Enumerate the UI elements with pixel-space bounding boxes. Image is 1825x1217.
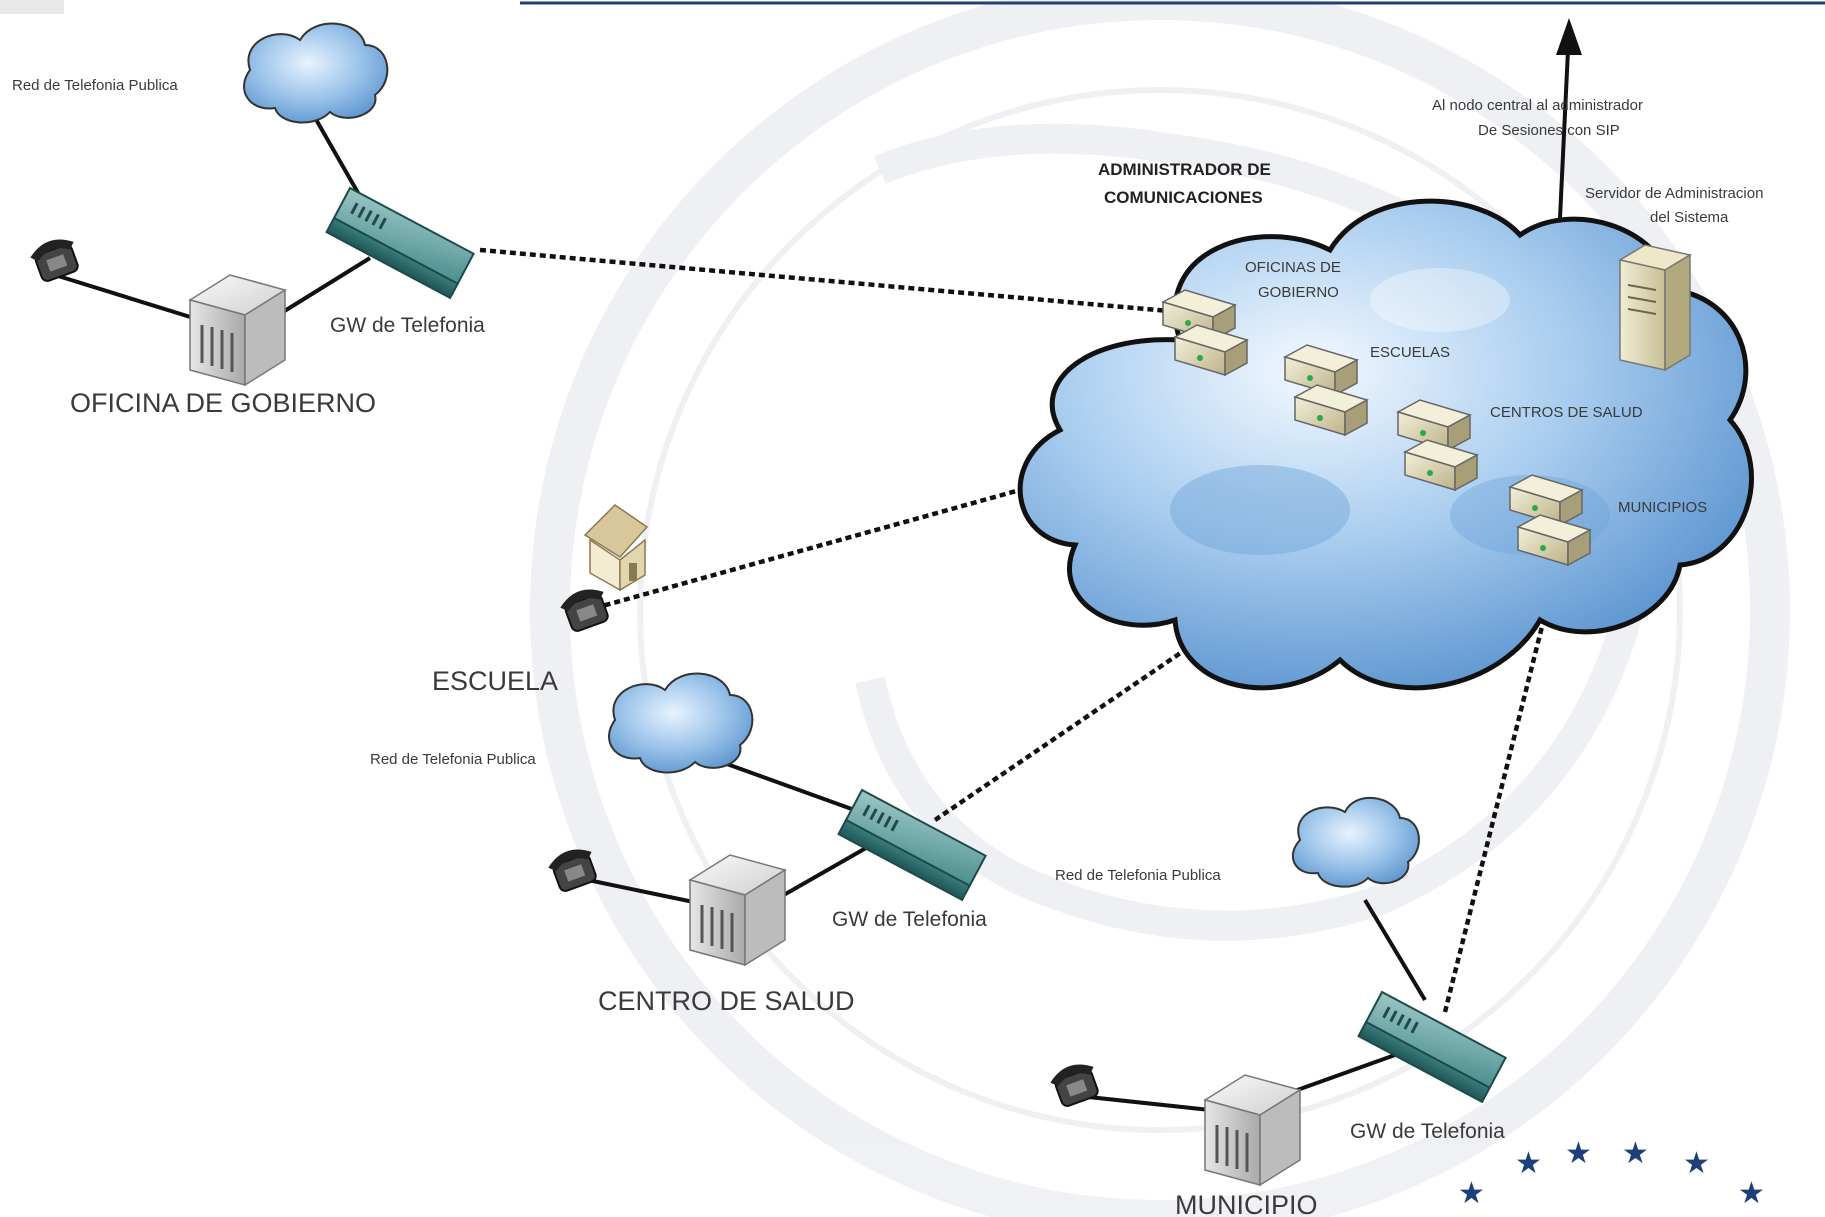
svg-text:★: ★: [1458, 1176, 1485, 1211]
pstn-label-2: Red de Telefonia Publica: [370, 751, 536, 768]
gateway-2: [837, 788, 987, 902]
gateway-3: [1357, 990, 1507, 1104]
gateway-1: [325, 186, 475, 300]
cloud-label-municipios: MUNICIPIOS: [1618, 499, 1707, 516]
svg-text:★: ★: [1683, 1146, 1710, 1181]
site-label-escuela: ESCUELA: [432, 666, 558, 696]
router-icon: [1516, 514, 1592, 567]
building-icon-municipio: [1203, 1074, 1302, 1187]
telephone-icon-2: [560, 589, 609, 632]
router-icons: [1161, 289, 1592, 567]
server-label-line1: Servidor de Administracion: [1585, 185, 1763, 202]
cloud-label-oficinas-line2: GOBIERNO: [1258, 284, 1339, 301]
stars-emblem: ★ ★ ★ ★ ★ ★: [1458, 1136, 1765, 1211]
gateway-label-2: GW de Telefonia: [832, 908, 987, 931]
telephone-icon-4: [1050, 1064, 1099, 1107]
pstn-cloud-3: [1291, 796, 1420, 888]
admin-title-line1: ADMINISTRADOR DE: [1098, 160, 1271, 179]
router-icon: [1173, 324, 1249, 377]
server-label-line2: del Sistema: [1650, 209, 1729, 226]
pstn-label-1: Red de Telefonia Publica: [12, 77, 178, 94]
router-icon: [1508, 474, 1584, 527]
seal-watermark: [530, 0, 1790, 1217]
admin-title-line2: COMUNICACIONES: [1104, 188, 1263, 207]
pstn-cloud-2: [608, 672, 754, 774]
svg-text:★: ★: [1515, 1146, 1542, 1181]
svg-text:★: ★: [1622, 1136, 1649, 1171]
site-label-centro-salud: CENTRO DE SALUD: [598, 986, 855, 1016]
svg-text:★: ★: [1565, 1136, 1592, 1171]
server-icon: [1618, 244, 1692, 372]
cloud-label-escuelas: ESCUELAS: [1370, 344, 1450, 361]
telephone-icon-3: [548, 849, 597, 892]
router-icon: [1396, 399, 1472, 452]
gateway-label-1: GW de Telefonia: [330, 314, 485, 337]
pstn-cloud-1: [243, 22, 389, 124]
site-label-municipio: MUNICIPIO: [1175, 1190, 1318, 1217]
up-arrow-head: [1556, 18, 1582, 55]
svg-text:★: ★: [1738, 1176, 1765, 1211]
pstn-label-3: Red de Telefonia Publica: [1055, 867, 1221, 884]
building-icon-centro-salud: [688, 854, 787, 967]
central-node-label-line2: De Sesiones con SIP: [1478, 122, 1620, 139]
cloud-label-oficinas-line1: OFICINAS DE: [1245, 259, 1341, 276]
router-icon: [1293, 384, 1369, 437]
central-node-label-line1: Al nodo central al administrador: [1432, 97, 1643, 114]
corner-tab: [0, 0, 64, 14]
router-icon: [1283, 344, 1359, 397]
building-icon-oficina: [188, 274, 287, 387]
house-icon-escuela: [583, 504, 649, 592]
cloud-label-centros-salud: CENTROS DE SALUD: [1490, 404, 1643, 421]
router-icon: [1403, 439, 1479, 492]
telephone-icon-1: [30, 239, 79, 282]
site-label-oficina-gobierno: OFICINA DE GOBIERNO: [70, 388, 376, 418]
gateway-label-3: GW de Telefonia: [1350, 1120, 1505, 1143]
